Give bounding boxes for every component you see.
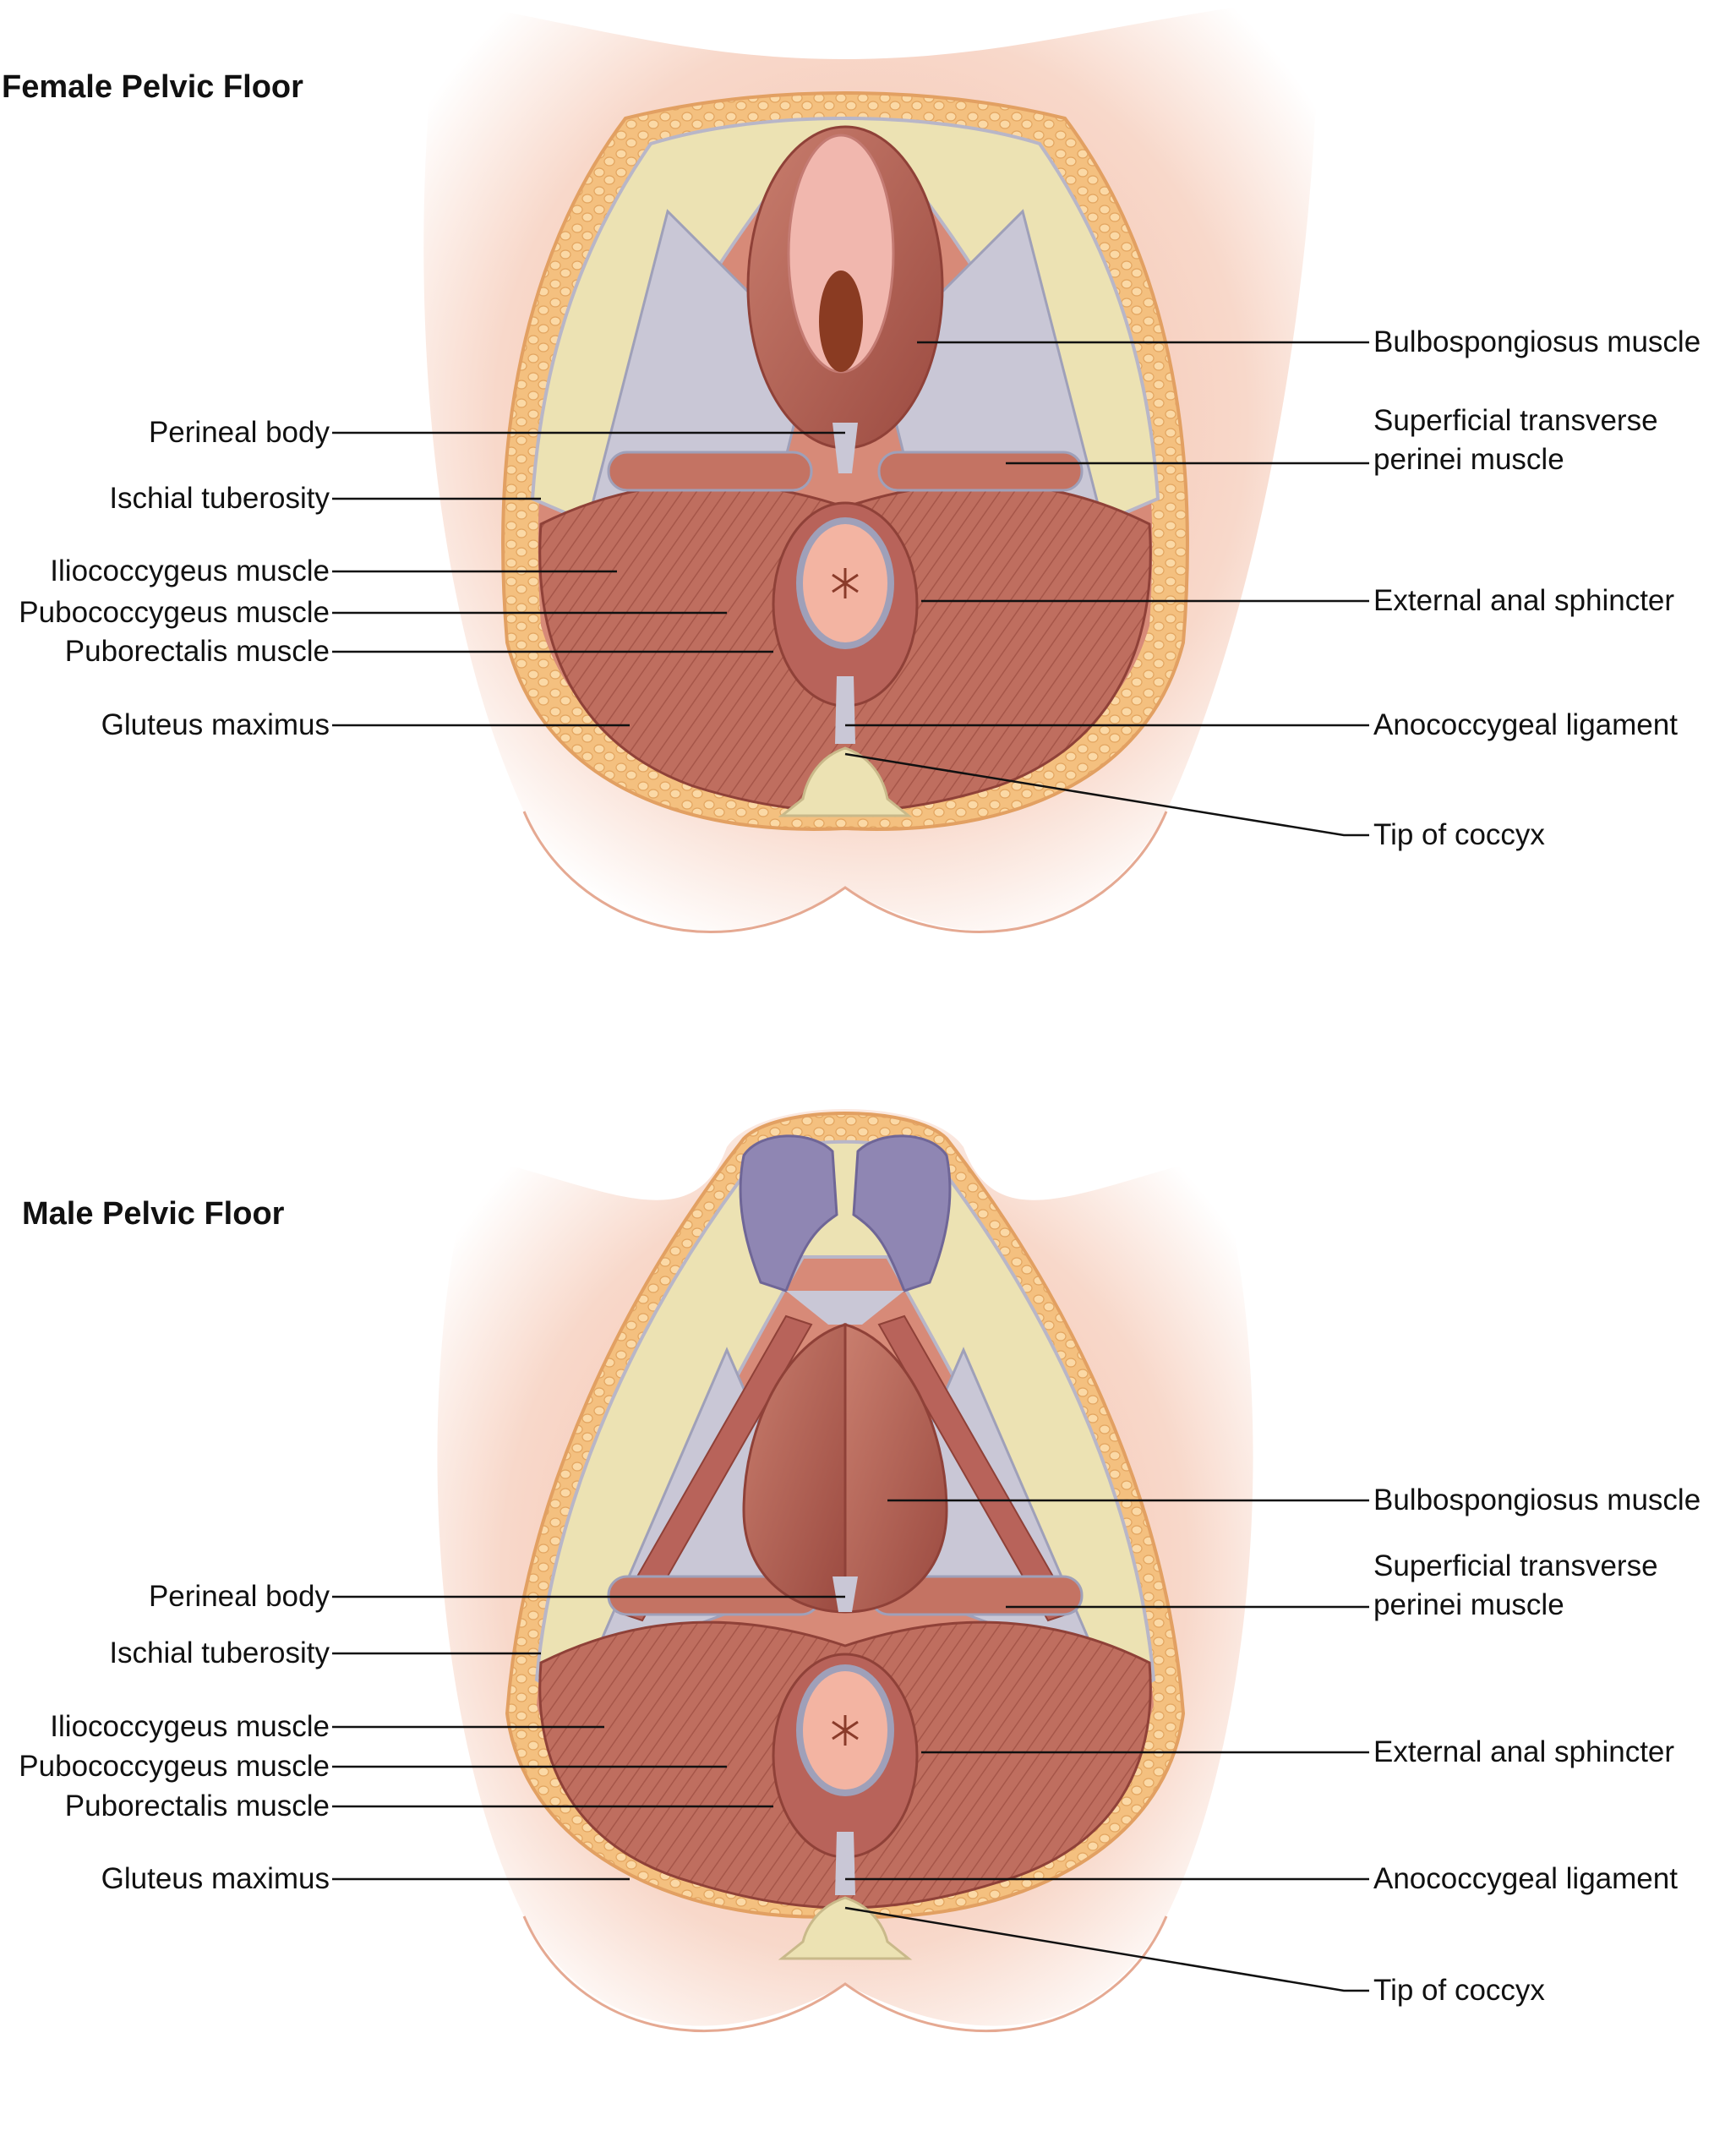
female-label-perineal-body: Perineal body (148, 416, 330, 449)
female-panel: Female Pelvic Floor Perineal body Ischia… (2, 0, 1701, 933)
female-label-ischial-tuberosity: Ischial tuberosity (109, 482, 330, 515)
male-label-gluteus-maximus: Gluteus maximus (101, 1862, 330, 1895)
male-coccyx (778, 1896, 913, 1960)
female-label-iliococcygeus: Iliococcygeus muscle (50, 555, 330, 587)
male-label-bulbospongiosus: Bulbospongiosus muscle (1373, 1484, 1701, 1516)
male-label-tip-of-coccyx: Tip of coccyx (1373, 1974, 1545, 2007)
female-coccyx (778, 746, 913, 817)
male-pelvic-illustration (332, 1109, 1369, 2032)
male-bulbospongiosus (742, 1323, 847, 1614)
male-corpora (739, 1134, 838, 1292)
male-label-external-anal-sphincter: External anal sphincter (1373, 1735, 1675, 1768)
female-label-superficial-transverse-1: Superficial transverse (1373, 404, 1658, 437)
male-panel: Male Pelvic Floor Perineal body Ischial … (0, 1071, 1736, 2142)
male-label-anococcygeal-ligament: Anococcygeal ligament (1373, 1862, 1678, 1895)
female-label-tip-of-coccyx: Tip of coccyx (1373, 818, 1545, 851)
male-title: Male Pelvic Floor (22, 1196, 285, 1232)
female-label-external-anal-sphincter: External anal sphincter (1373, 584, 1675, 617)
female-label-pubococcygeus: Pubococcygeus muscle (19, 596, 330, 629)
male-label-ischial-tuberosity: Ischial tuberosity (109, 1637, 330, 1669)
female-title: Female Pelvic Floor (2, 69, 303, 105)
male-label-iliococcygeus: Iliococcygeus muscle (50, 1710, 330, 1743)
male-label-pubococcygeus: Pubococcygeus muscle (19, 1750, 330, 1783)
female-pelvic-illustration (332, 0, 1369, 933)
male-label-puborectalis: Puborectalis muscle (64, 1790, 330, 1822)
male-label-superficial-transverse-1: Superficial transverse (1373, 1549, 1658, 1582)
female-label-gluteus-maximus: Gluteus maximus (101, 708, 330, 741)
male-label-superficial-transverse-2: perinei muscle (1373, 1588, 1564, 1621)
female-label-puborectalis: Puborectalis muscle (64, 635, 330, 668)
female-label-superficial-transverse-2: perinei muscle (1373, 443, 1564, 476)
female-label-anococcygeal-ligament: Anococcygeal ligament (1373, 708, 1678, 741)
female-label-bulbospongiosus: Bulbospongiosus muscle (1373, 325, 1701, 358)
male-label-perineal-body: Perineal body (148, 1580, 330, 1613)
